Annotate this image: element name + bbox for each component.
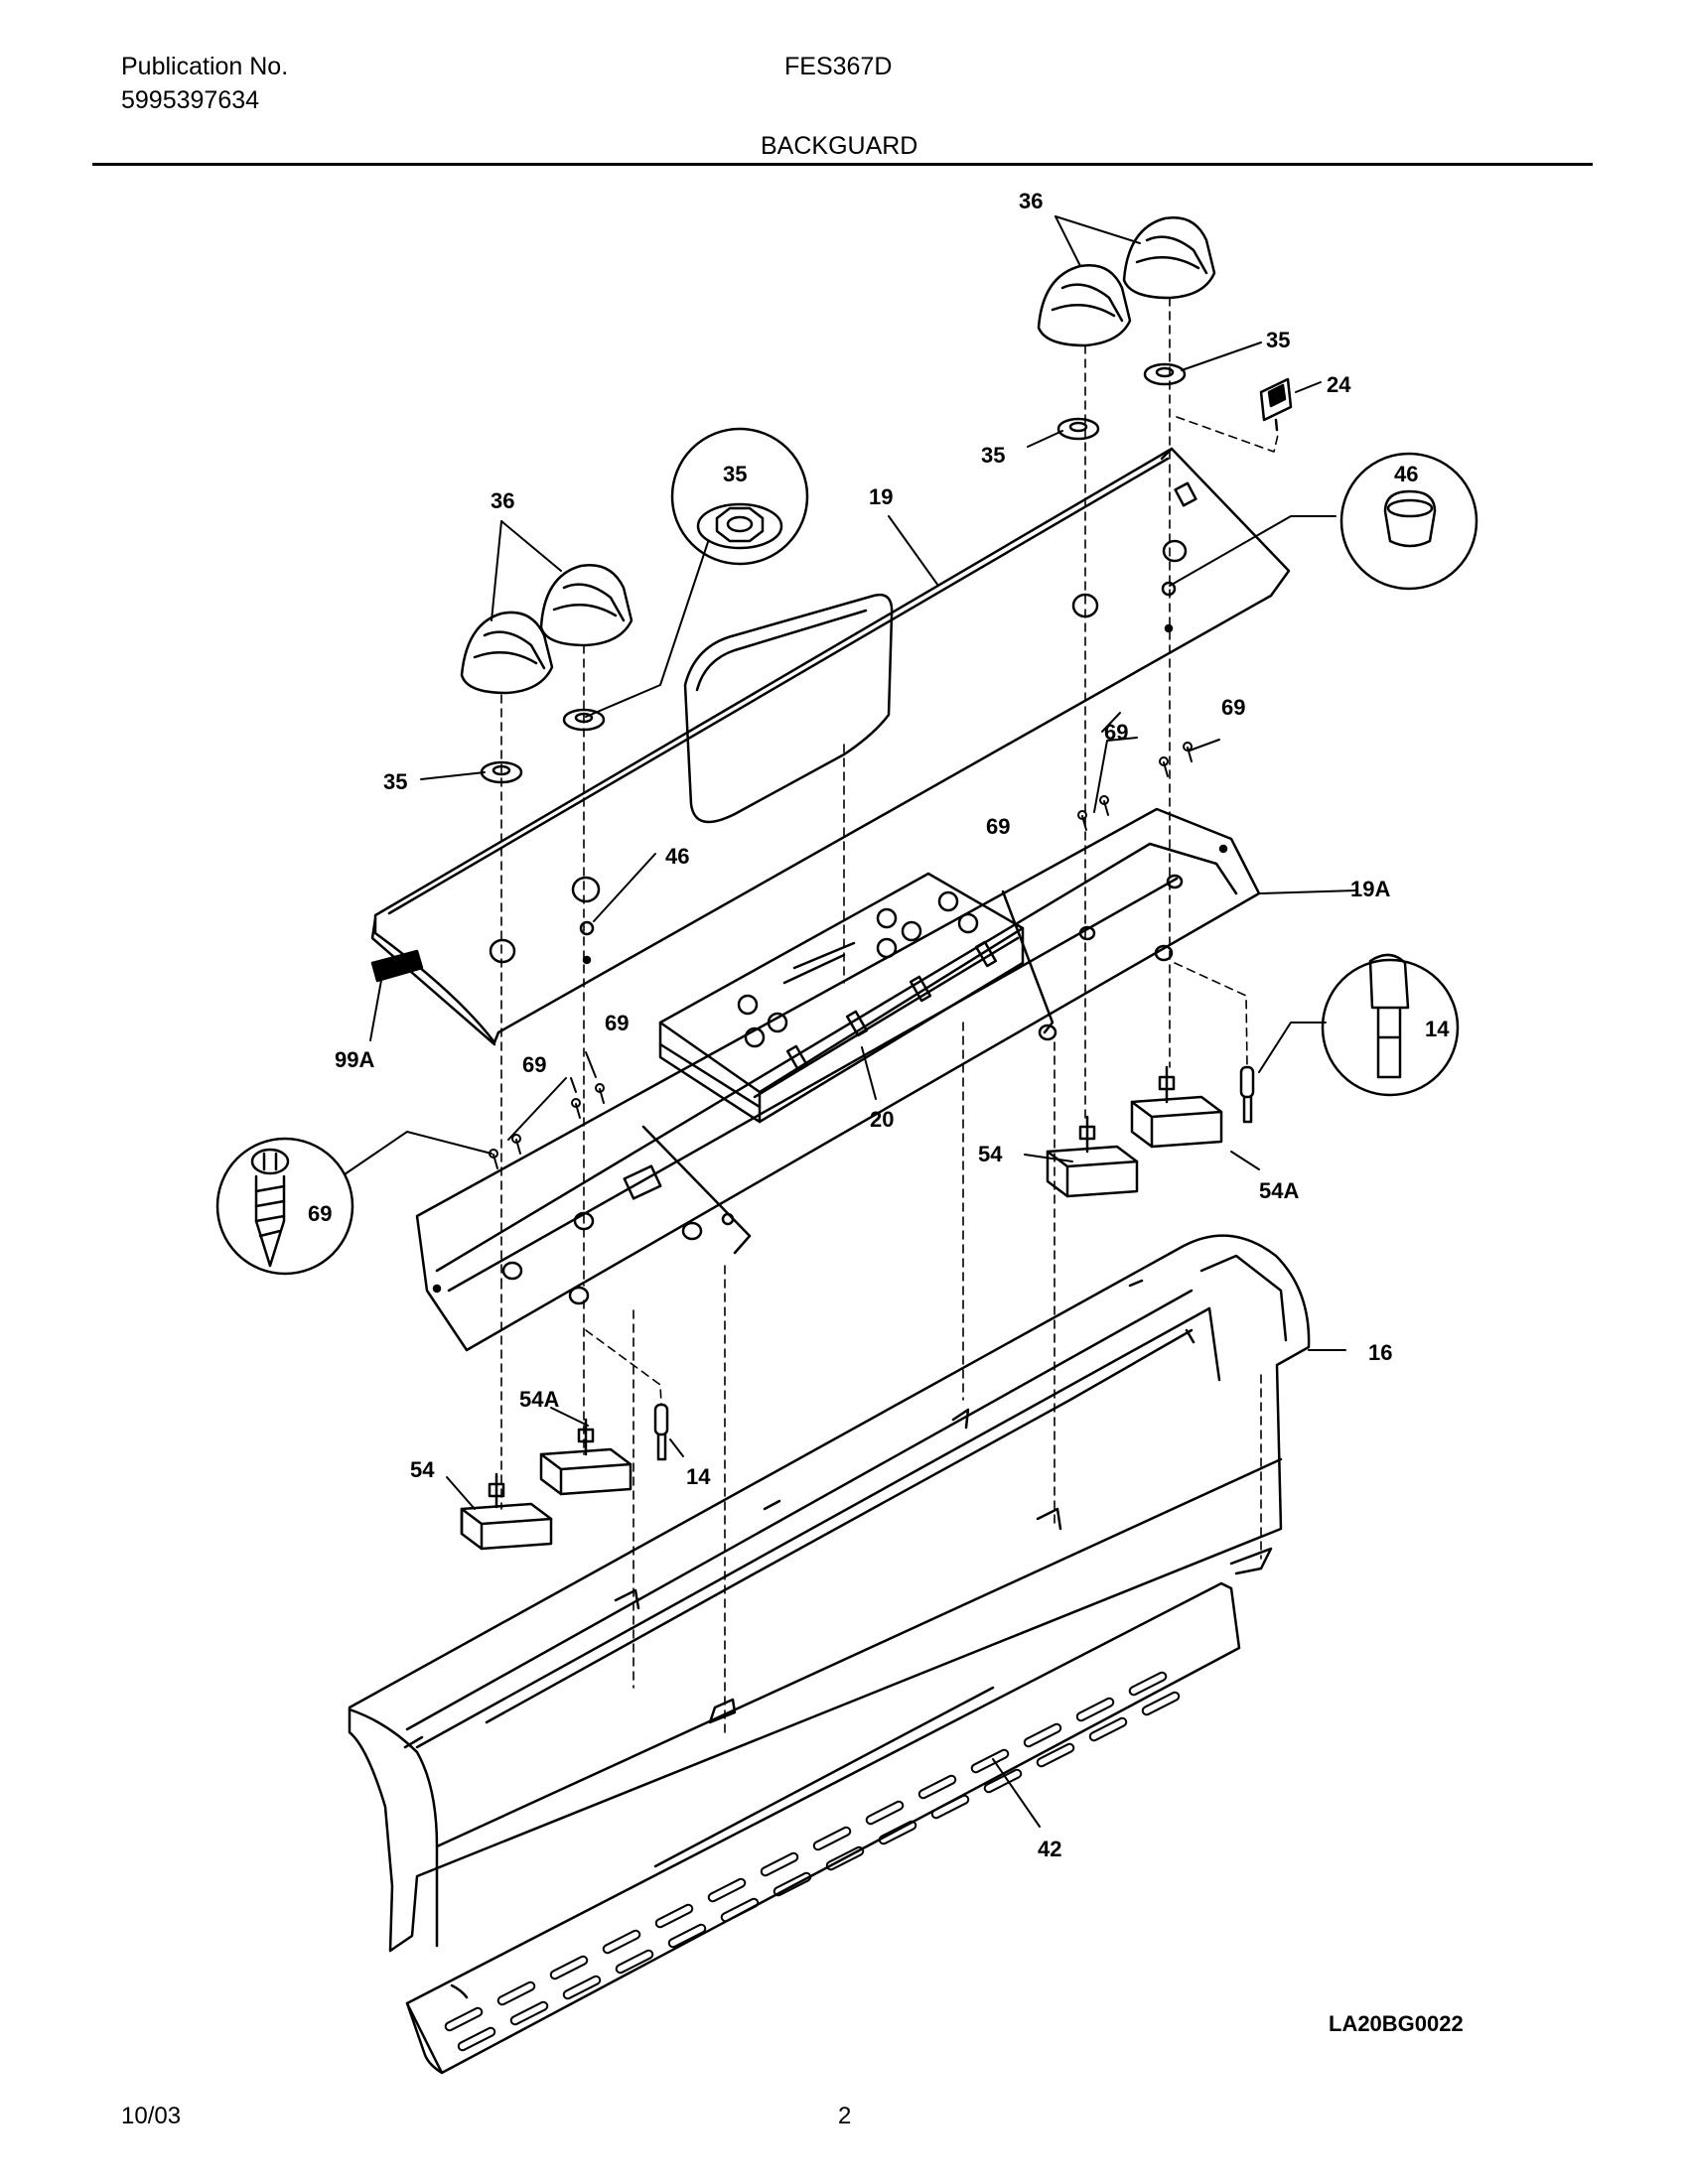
switch-54A-left <box>539 1418 633 1496</box>
knob-36-left-2 <box>539 564 633 647</box>
callout-16: 16 <box>1368 1340 1392 1365</box>
header-rule <box>92 163 1593 166</box>
alignment-lines <box>500 297 1279 1733</box>
callout-14: 14 <box>686 1464 711 1489</box>
control-panel-19 <box>370 447 1291 1046</box>
knob-36-right-1 <box>1037 264 1132 347</box>
callout-19A: 19A <box>1350 877 1390 901</box>
callout-69-e: 69 <box>605 1011 629 1035</box>
knob-36-left-1 <box>460 611 554 695</box>
callout-69-b: 69 <box>1221 695 1245 720</box>
callout-20: 20 <box>870 1107 894 1132</box>
publication-label: Publication No. <box>121 53 289 80</box>
indicator-lamp-14-right <box>1239 1065 1255 1124</box>
callout-35-top-right: 35 <box>1266 328 1290 352</box>
callout-46: 46 <box>665 844 689 869</box>
callout-54A-left: 54A <box>519 1387 559 1412</box>
page-number: 2 <box>838 2103 852 2129</box>
callout-19: 19 <box>869 484 893 509</box>
callout-36-left: 36 <box>491 488 514 513</box>
revision-date: 10/03 <box>121 2103 182 2129</box>
indicator-46-right <box>1161 581 1177 597</box>
switch-54-left <box>460 1472 553 1551</box>
callout-35-mid-right: 35 <box>981 443 1005 468</box>
callout-14-detail: 14 <box>1425 1017 1450 1041</box>
rocker-switch-24 <box>1259 377 1293 432</box>
callout-35-left: 35 <box>383 769 407 794</box>
switch-54A-right <box>1130 1065 1223 1149</box>
control-panel-19A <box>415 807 1261 1352</box>
callout-69-c: 69 <box>986 814 1010 839</box>
model-number: FES367D <box>784 53 893 80</box>
backguard-frame-16 <box>348 1234 1311 1953</box>
callout-69-a: 69 <box>1104 720 1128 745</box>
callout-46-detail: 46 <box>1394 462 1418 486</box>
callout-35-detail: 35 <box>723 462 747 486</box>
ribbon-cable-99A <box>370 949 424 983</box>
callout-54A-right: 54A <box>1259 1178 1299 1203</box>
electronic-control-20 <box>658 872 1025 1124</box>
callout-54-right: 54 <box>978 1142 1003 1166</box>
callout-36-right: 36 <box>1019 189 1043 213</box>
detail-circle-14 <box>1321 953 1460 1097</box>
switch-54-right <box>1046 1115 1139 1198</box>
section-title: BACKGUARD <box>761 132 918 160</box>
callout-42: 42 <box>1038 1837 1061 1861</box>
callout-99A: 99A <box>335 1047 374 1072</box>
publication-number: 5995397634 <box>121 86 260 114</box>
callout-24: 24 <box>1327 372 1351 397</box>
detail-circle-46 <box>1339 452 1478 591</box>
drawing-code: LA20BG0022 <box>1329 2011 1464 2036</box>
leader-lines <box>344 215 1357 1828</box>
ring-35-right-1 <box>1056 417 1100 441</box>
callout-54-left: 54 <box>410 1457 435 1482</box>
callout-69-d: 69 <box>522 1052 546 1077</box>
vent-trim-42 <box>405 1547 1273 2075</box>
ring-35-right-2 <box>1143 362 1187 386</box>
callout-labels: 36 35 24 35 46 35 19 36 35 46 69 69 69 1… <box>308 189 1450 1861</box>
callout-69-detail: 69 <box>308 1201 332 1226</box>
indicator-lamp-14-left <box>653 1403 669 1461</box>
detail-circle-35 <box>670 427 809 566</box>
detail-circle-69 <box>215 1137 354 1276</box>
knob-36-right-2 <box>1122 216 1216 300</box>
indicator-46-left <box>579 920 595 936</box>
